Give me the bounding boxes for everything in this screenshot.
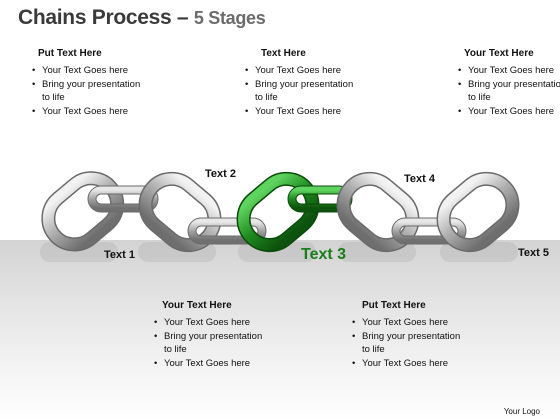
- textbox-top-1: Put Text Here Your Text Goes here Bring …: [30, 47, 148, 119]
- bullet-item: Bring your presentation to life: [30, 78, 148, 104]
- textbox-top-3: Your Text Here Your Text Goes here Bring…: [456, 47, 560, 119]
- bullet-item: Your Text Goes here: [456, 64, 560, 77]
- chain-link-connector-4: [391, 217, 467, 245]
- bullet-item: Bring your presentation to life: [456, 78, 560, 104]
- bullet-item: Your Text Goes here: [243, 64, 361, 77]
- chain-link-connector-2: [187, 217, 267, 245]
- textbox-heading: Your Text Here: [464, 48, 534, 59]
- textbox-bottom-2: Put Text Here Your Text Goes here Bring …: [350, 299, 468, 371]
- bullet-item: Bring your presentation to life: [243, 78, 361, 104]
- label-text-2: Text 2: [205, 168, 236, 180]
- title-sub: 5 Stages: [193, 8, 266, 28]
- textbox-heading: Put Text Here: [362, 300, 426, 311]
- textbox-top-2: Text Here Your Text Goes here Bring your…: [243, 47, 361, 119]
- logo-placeholder: Your Logo: [503, 407, 540, 416]
- label-text-5: Text 5: [518, 247, 549, 259]
- bullet-item: Your Text Goes here: [152, 357, 270, 370]
- chain-link-5: [436, 171, 520, 253]
- bullet-item: Your Text Goes here: [30, 64, 148, 77]
- bullet-item: Your Text Goes here: [350, 357, 468, 370]
- label-text-1: Text 1: [104, 249, 135, 261]
- bullet-item: Your Text Goes here: [456, 105, 560, 118]
- bullet-item: Your Text Goes here: [243, 105, 361, 118]
- bullet-item: Your Text Goes here: [30, 105, 148, 118]
- bullet-item: Your Text Goes here: [350, 316, 468, 329]
- textbox-heading: Put Text Here: [38, 48, 102, 59]
- title-main: Chains Process –: [18, 6, 189, 29]
- chain-diagram: [40, 171, 520, 262]
- bullet-item: Bring your presentation to life: [152, 330, 270, 356]
- bullet-item: Your Text Goes here: [152, 316, 270, 329]
- textbox-heading: Text Here: [261, 48, 306, 59]
- label-text-3-highlight: Text 3: [301, 246, 347, 263]
- textbox-bottom-1: Your Text Here Your Text Goes here Bring…: [152, 299, 270, 371]
- bullet-item: Bring your presentation to life: [350, 330, 468, 356]
- slide-title: Chains Process – 5 Stages: [18, 6, 266, 30]
- textbox-heading: Your Text Here: [162, 300, 232, 311]
- label-text-4: Text 4: [404, 173, 435, 185]
- chain-link-connector-1: [87, 185, 159, 213]
